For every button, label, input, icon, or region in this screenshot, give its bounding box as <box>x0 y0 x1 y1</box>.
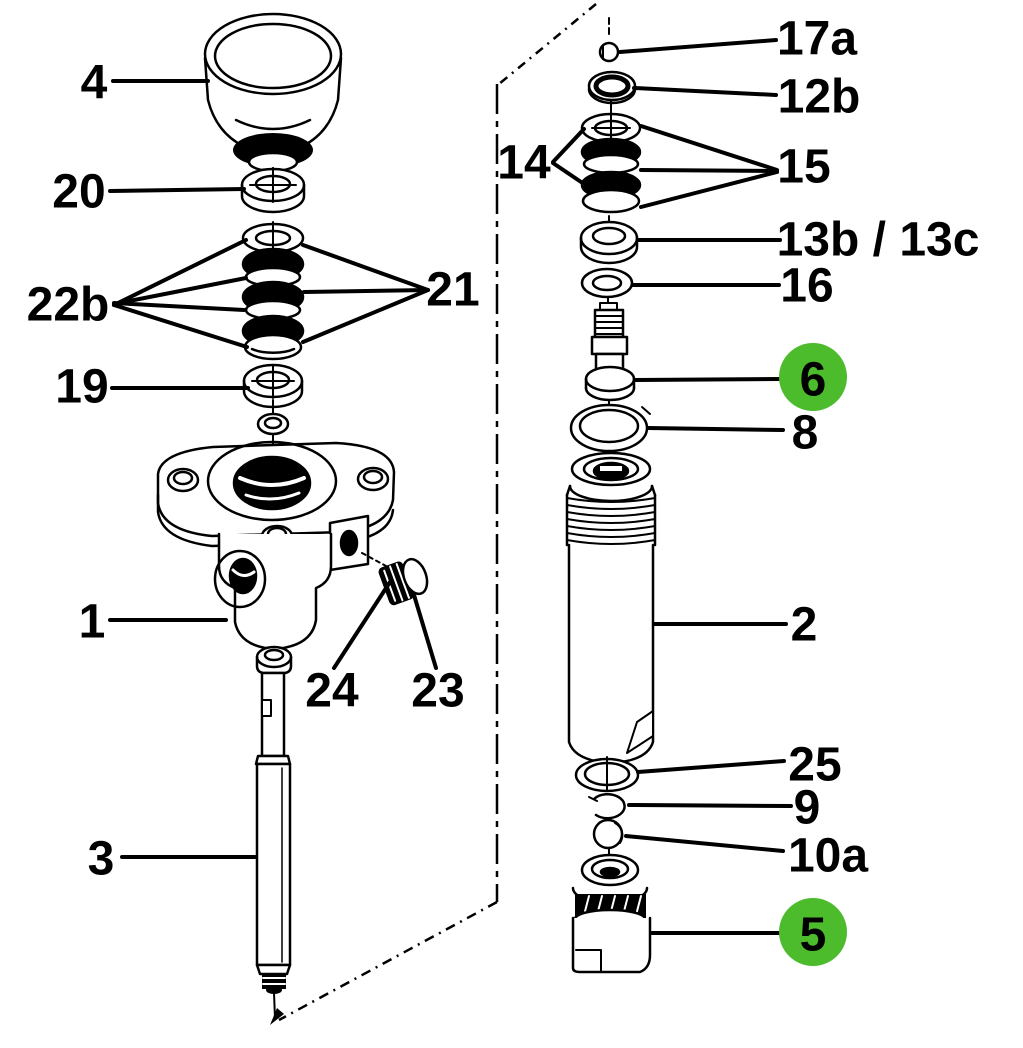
part-label-5: 5 <box>800 908 827 961</box>
leader-line-21 <box>302 288 430 294</box>
clip-9-graphic <box>588 793 626 823</box>
washer-19-graphic <box>242 363 304 409</box>
part-label-2: 2 <box>791 598 818 651</box>
part-label-14: 14 <box>497 136 551 189</box>
leader-line-9 <box>627 803 793 808</box>
leader-line-15 <box>639 168 779 173</box>
leader-line-20 <box>108 187 246 193</box>
leader-line-6 <box>634 377 781 382</box>
leader-line-21 <box>301 288 430 344</box>
valve-body-1-graphic <box>156 399 396 651</box>
part-4-graphic <box>203 12 343 177</box>
part-label-24: 24 <box>305 664 359 717</box>
part-label-17a: 17a <box>777 12 857 65</box>
leader-line-22b <box>112 238 248 307</box>
packing-stack-22b-21-graphic <box>241 221 305 361</box>
valve-6-graphic <box>584 296 636 411</box>
highlight-circle-6 <box>779 343 847 411</box>
leader-line-25 <box>636 759 786 774</box>
part-label-19: 19 <box>55 360 108 413</box>
leader-line-8 <box>646 426 785 432</box>
leader-line-15 <box>639 170 779 209</box>
ball-10a-graphic <box>592 818 624 859</box>
divider-line <box>270 3 597 1025</box>
leader-line-21 <box>301 243 430 292</box>
leader-line-24 <box>332 580 392 670</box>
part-label-15: 15 <box>777 140 830 193</box>
leader-line-22b <box>112 301 246 312</box>
part-label-8: 8 <box>792 406 819 459</box>
leader-line-22b <box>112 303 249 349</box>
part-label-13b13c: 13b / 13c <box>777 213 980 266</box>
part-label-23: 23 <box>411 664 464 717</box>
leader-line-17a <box>618 38 778 54</box>
part-label-25: 25 <box>788 738 841 791</box>
washer-20-graphic <box>240 167 306 214</box>
part-label-22b: 22b <box>27 278 110 331</box>
leader-line-12b <box>632 86 778 97</box>
leader-line-14 <box>551 127 586 164</box>
part-label-9: 9 <box>794 781 821 834</box>
leader-line-10a <box>624 834 785 853</box>
part-label-3: 3 <box>88 832 115 885</box>
packing-stack-14-15-graphic <box>580 99 642 214</box>
part-label-6: 6 <box>800 353 827 406</box>
part-label-20: 20 <box>52 165 105 218</box>
part-label-21: 21 <box>426 263 479 316</box>
grease-fitting-23-24-graphic <box>361 552 429 606</box>
part-label-16: 16 <box>780 259 833 312</box>
plunger-rod-3-graphic <box>254 645 293 1019</box>
highlight-circle-5 <box>779 898 847 966</box>
o-ring-8-graphic <box>569 403 651 460</box>
part-label-1: 1 <box>79 595 106 648</box>
pin-17a-graphic <box>598 17 620 63</box>
leader-line-14 <box>551 161 589 188</box>
part-label-10a: 10a <box>788 829 868 882</box>
washer-16-graphic <box>580 267 634 299</box>
washer-12b-graphic <box>587 70 637 105</box>
leader-line-15 <box>639 124 779 172</box>
part-label-4: 4 <box>81 56 108 109</box>
washer-13b-13c-graphic <box>579 215 639 265</box>
leader-line-22b <box>112 276 248 306</box>
cylinder-2-graphic <box>565 451 657 777</box>
coupler-5-graphic <box>571 853 652 974</box>
washer-25-graphic <box>574 756 640 793</box>
leader-line-23 <box>412 593 438 670</box>
part-label-12b: 12b <box>778 70 861 123</box>
